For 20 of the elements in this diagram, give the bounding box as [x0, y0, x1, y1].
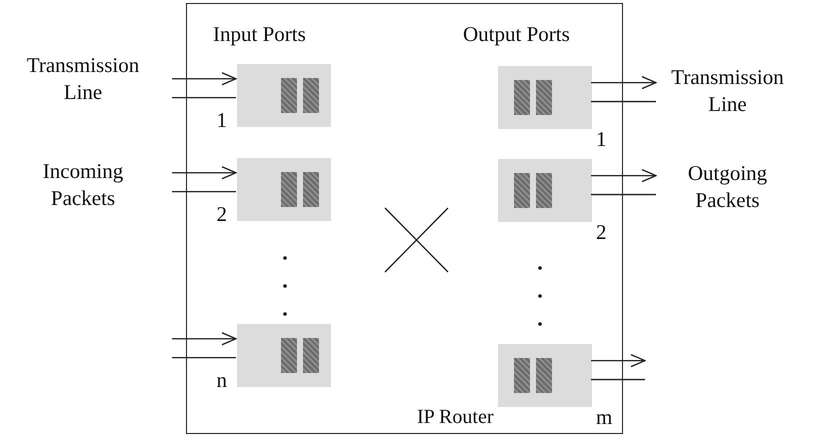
arrow — [591, 76, 657, 90]
line-label: Outgoing Packets — [660, 160, 795, 215]
port-number: 1 — [596, 127, 606, 152]
port-number: m — [596, 405, 612, 430]
port-number: 1 — [216, 108, 227, 133]
router-label: IP Router — [417, 406, 494, 429]
arrow — [591, 169, 657, 182]
arrow — [591, 354, 646, 368]
port-number: 2 — [596, 220, 606, 245]
arrow — [172, 332, 237, 346]
arrow — [172, 166, 237, 180]
router-box — [186, 3, 623, 434]
line-label: Incoming Packets — [18, 158, 148, 213]
line-label: Transmission Line — [18, 52, 148, 107]
arrow — [172, 72, 237, 86]
line-label: Transmission Line — [660, 64, 795, 119]
heading-text: Input Ports — [213, 22, 306, 47]
heading-text: Output Ports — [463, 22, 570, 47]
port-number: n — [216, 368, 227, 393]
port-number: 2 — [216, 202, 227, 227]
